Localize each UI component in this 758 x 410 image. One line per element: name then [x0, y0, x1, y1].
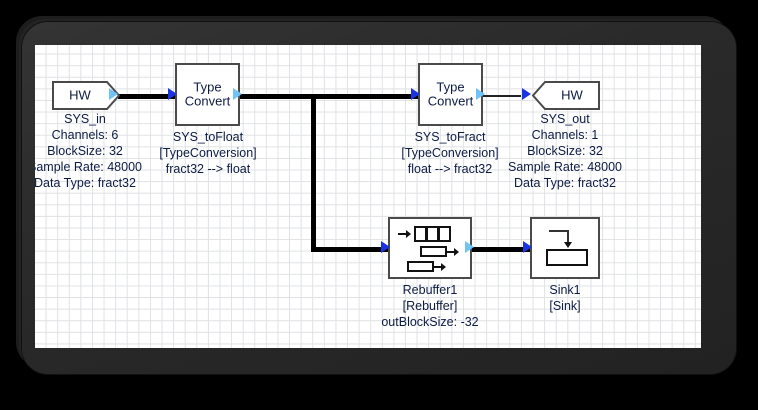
rebuffer1-name: Rebuffer1 [402, 283, 458, 297]
sys-tofloat-line1: Type [193, 78, 222, 94]
rebuffer-icon-out-arrow-line-1 [447, 251, 456, 253]
rebuffer1-output-port[interactable] [465, 241, 474, 253]
rebuffer1-caption: Rebuffer1 [Rebuffer] outBlockSize: -32 [367, 282, 493, 330]
rebuffer1-input-port[interactable] [381, 241, 390, 253]
sys-out-pentagon-shape [531, 81, 600, 110]
sys-in-param-3: Data Type: fract32 [35, 176, 136, 190]
sys-out-param-0: Channels: 1 [531, 128, 599, 142]
sys-tofloat-conversion: fract32 --> float [165, 162, 251, 176]
block-rebuffer1[interactable] [388, 217, 472, 279]
sys-in-param-2: Sample Rate: 48000 [35, 160, 142, 174]
sink-icon-buffer-rect [546, 249, 588, 266]
sys-tofract-name: SYS_toFract [414, 130, 486, 144]
rebuffer-icon-in-arrow-line [398, 233, 407, 235]
sys-tofract-output-port[interactable] [476, 88, 485, 100]
sys-out-name: SYS_out [540, 112, 590, 126]
sys-in-param-1: BlockSize: 32 [47, 144, 123, 158]
sink1-type: [Sink] [549, 299, 581, 313]
wire-branch-vertical[interactable] [311, 94, 316, 252]
sys-out-hw-label: HW [561, 87, 583, 102]
sys-in-name: SYS_in [64, 112, 106, 126]
sys-tofract-input-port[interactable] [411, 88, 420, 100]
rebuffer-icon [390, 219, 470, 277]
sink-icon-elbow-horizontal [549, 230, 569, 232]
sink-icon-arrow-head [564, 242, 572, 248]
sys-tofloat-input-port[interactable] [168, 88, 177, 100]
sink1-input-port[interactable] [523, 241, 532, 253]
sys-tofloat-output-port[interactable] [233, 88, 242, 100]
sys-tofloat-caption: SYS_toFloat [TypeConversion] fract32 --> f… [145, 129, 271, 177]
rebuffer-icon-out-block-1 [420, 246, 447, 257]
rebuffer-icon-out-arrow-line-2 [434, 266, 443, 268]
sink-icon-elbow-vertical [567, 230, 569, 244]
rebuffer-icon-cell-3 [438, 226, 451, 242]
sys-tofract-caption: SYS_toFract [TypeConversion] float --> fra… [387, 129, 513, 177]
sys-in-output-port[interactable] [109, 88, 118, 100]
block-sys-out[interactable]: HW [531, 81, 600, 110]
rebuffer1-type: [Rebuffer] [402, 299, 458, 313]
sys-out-param-1: BlockSize: 32 [527, 144, 603, 158]
sys-out-input-port[interactable] [522, 88, 531, 100]
sys-tofract-conversion: float --> fract32 [407, 162, 493, 176]
sys-tofloat-type: [TypeConversion] [159, 146, 257, 160]
sys-out-param-2: Sample Rate: 48000 [508, 160, 622, 174]
wire-branch-to-rebuffer[interactable] [311, 247, 388, 252]
block-sink1[interactable] [530, 217, 600, 279]
sys-tofract-line1: Type [436, 78, 465, 94]
sys-in-param-0: Channels: 6 [51, 128, 119, 142]
sys-out-param-3: Data Type: fract32 [514, 176, 616, 190]
rebuffer-icon-out-arrow-head-2 [441, 263, 446, 271]
rebuffer-icon-in-arrow-head [406, 230, 411, 238]
sys-tofract-type: [TypeConversion] [401, 146, 499, 160]
sink1-caption: Sink1 [Sink] [502, 282, 628, 314]
wire-rebuffer-to-sink[interactable] [472, 247, 530, 252]
sys-tofloat-line2: Convert [184, 93, 231, 109]
sys-tofloat-name: SYS_toFloat [172, 130, 244, 144]
rebuffer1-param: outBlockSize: -32 [381, 315, 479, 329]
wire-tofloat-to-tofract[interactable] [240, 94, 418, 99]
wire-sysin-to-tofloat[interactable] [118, 94, 175, 99]
wire-tofract-to-sysout[interactable] [483, 95, 521, 97]
sink-icon [532, 219, 598, 277]
block-sys-in[interactable]: HW [52, 81, 121, 110]
rebuffer-icon-out-arrow-head-1 [454, 248, 459, 256]
sys-in-pentagon-shape [52, 81, 121, 110]
rebuffer-icon-out-block-2 [407, 261, 434, 272]
sys-tofract-line2: Convert [427, 93, 474, 109]
sys-in-hw-label: HW [69, 87, 91, 102]
sink1-name: Sink1 [549, 283, 581, 297]
